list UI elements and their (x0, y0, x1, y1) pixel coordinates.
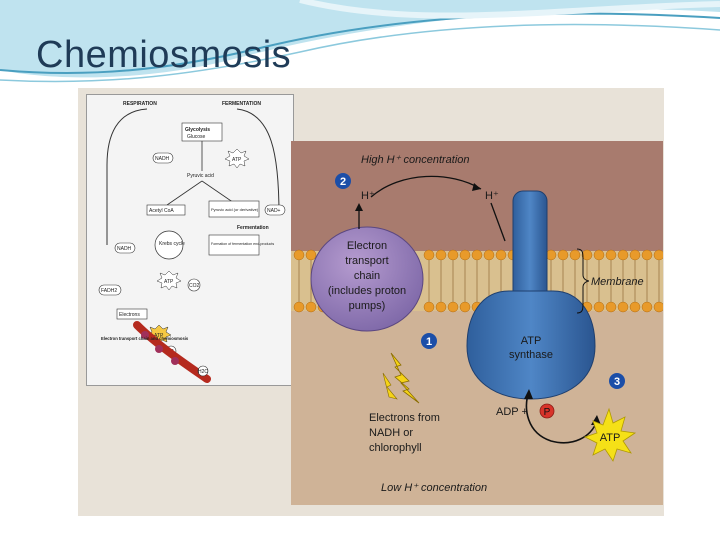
phosphate-marker (539, 403, 555, 419)
nadh-label-2: NADH (117, 246, 132, 252)
pyruvic-acid-label: Pyruvic acid (187, 173, 214, 179)
step-2-marker (335, 173, 351, 189)
atp-label-2: ATP (164, 279, 174, 285)
atp-synthase-line-1: ATP (521, 335, 542, 347)
fermentation-products-label: Formation of fermentation end-products (211, 242, 274, 246)
acetyl-coa-label: Acetyl CoA (149, 208, 174, 214)
step-1-marker (421, 333, 437, 349)
electron-bolt (390, 352, 420, 404)
atp-burst (583, 407, 637, 462)
step-2-number: 2 (340, 176, 346, 188)
glucose-label: Glucose (187, 134, 206, 140)
nad-label: NAD+ (267, 208, 281, 214)
etc-line-4: (includes proton (328, 285, 406, 297)
respiration-label: RESPIRATION (123, 101, 157, 107)
electrons-label: Electrons (119, 312, 140, 318)
atp-label-1: ATP (232, 157, 242, 163)
krebs-cycle-label: Krebs cycle (159, 241, 185, 247)
high-h-concentration-label: High H⁺ concentration (361, 154, 470, 166)
atp-synthase (466, 190, 596, 400)
adp-label: ADP + (496, 406, 528, 418)
co2-label: CO2 (189, 283, 200, 289)
fadh-label: FADH2 (101, 288, 117, 294)
metabolism-overview-panel: RESPIRATION FERMENTATION Glycolysis Gluc… (86, 94, 294, 386)
overview-diagram: RESPIRATION FERMENTATION Glycolysis Gluc… (98, 101, 286, 383)
glycolysis-label: Glycolysis (185, 127, 210, 133)
membrane-label: Membrane (591, 276, 644, 288)
etc-line-5: pumps) (349, 300, 386, 312)
step-3-marker (609, 373, 625, 389)
etc-label: Electron transport chain and chemiosmosi… (101, 336, 189, 341)
step-3-number: 3 (614, 376, 620, 388)
h-plus-left: H⁺ (361, 190, 375, 202)
etc-line-3: chain (354, 270, 380, 282)
h2o-label: H2O (198, 369, 208, 375)
electrons-from-line-1: Electrons from (369, 412, 440, 424)
header-swoosh (0, 0, 720, 83)
figure: RESPIRATION FERMENTATION Glycolysis Gluc… (78, 88, 664, 516)
fermentation-heading: FERMENTATION (222, 101, 261, 107)
etc-line-1: Electron (347, 240, 387, 252)
nadh-label-1: NADH (155, 156, 170, 162)
chemiosmosis-diagram: Electron transport chain (includes proto… (291, 141, 663, 505)
phosphate-label: P (544, 407, 551, 418)
fermentation-label: Fermentation (237, 225, 269, 231)
atp-label-3: ATP (154, 333, 164, 339)
pyruvic-acid-derivative-label: Pyruvic acid (or derivative) (211, 207, 259, 212)
atp-synthase-line-2: synthase (509, 349, 553, 361)
low-h-concentration-label: Low H⁺ concentration (381, 482, 487, 494)
electrons-from-line-2: NADH or (369, 427, 413, 439)
etc-line-2: transport (345, 255, 388, 267)
electrons-from-line-3: chlorophyll (369, 442, 422, 454)
slide-title: Chemiosmosis (36, 34, 292, 76)
electron-transport-chain (310, 226, 424, 332)
atp-label: ATP (600, 432, 621, 444)
step-1-number: 1 (426, 336, 432, 348)
h-plus-right: H⁺ (485, 190, 499, 202)
